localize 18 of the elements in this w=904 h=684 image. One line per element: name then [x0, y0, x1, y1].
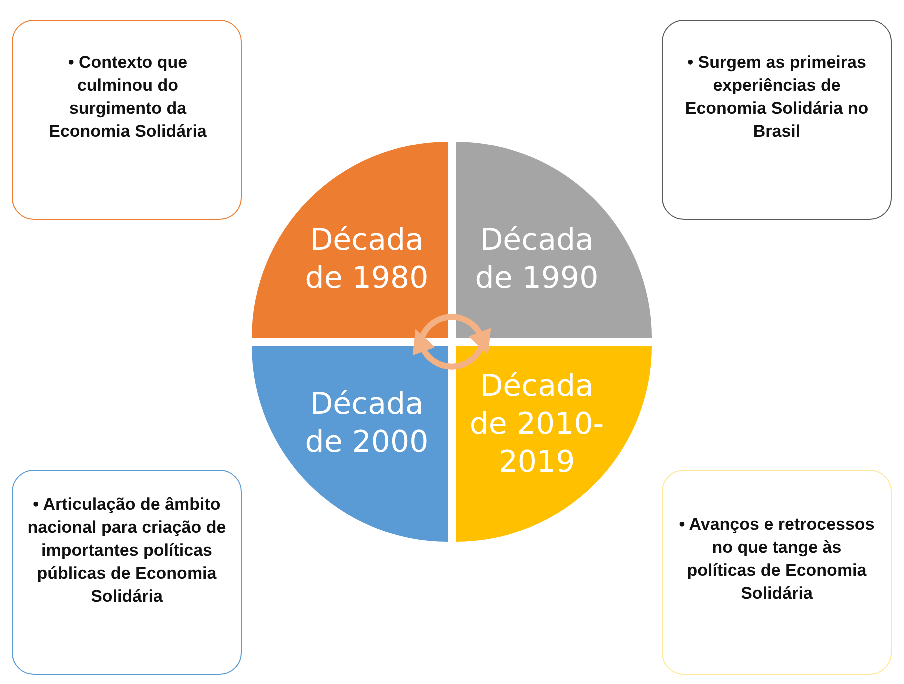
decade-label: Década de 1990: [474, 222, 600, 298]
decade-label: Década de 1980: [304, 222, 430, 298]
quadrant-segment: [456, 346, 652, 542]
decade-label: Década de 2010-2019: [468, 368, 606, 482]
quadrant-segment: [252, 142, 448, 338]
bullet-text: • Contexto que culminou do surgimento da Economia Solidária: [48, 52, 208, 143]
bullet-text: • Articulação de âmbito nacional para criação de importantes políticas públicas de Economia Solidária: [26, 494, 228, 608]
note-box: [12, 20, 242, 220]
note-box: [662, 20, 892, 220]
quadrant-segment: [252, 346, 448, 542]
bullet-text: • Surgem as primeiras experiências de Economia Solidária no Brasil: [684, 52, 870, 143]
cycle-arrow: [413, 330, 485, 370]
note-box: [12, 470, 242, 675]
cycle-arrow: [419, 314, 491, 354]
quadrant-segment: [456, 142, 652, 338]
note-box: [662, 470, 892, 675]
bullet-text: • Avanços e retrocessos no que tange às políticas de Economia Solidária: [678, 514, 876, 605]
decade-label: Década de 2000: [304, 386, 430, 462]
